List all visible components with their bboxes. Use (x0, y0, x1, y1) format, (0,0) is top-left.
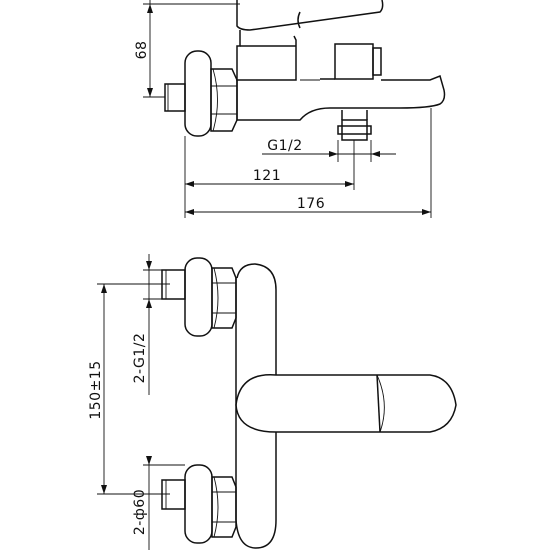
wall-flange (184, 50, 212, 137)
spout-body (236, 74, 446, 121)
dimension-150: 150±15 (88, 283, 170, 495)
hex-nut (210, 68, 238, 132)
diverter-knob (334, 43, 374, 80)
aerator (341, 119, 368, 141)
dimension-2d60: 2-ф60 (132, 456, 185, 550)
handle-lever-inner (297, 11, 301, 29)
upper-inlet (161, 269, 186, 300)
dim-121-label: 121 (253, 168, 281, 184)
dimension-121: 121 (184, 136, 355, 218)
dimension-g12: G1/2 (262, 138, 396, 162)
lower-flange (184, 464, 213, 544)
dim-2g12-label: 2-G1/2 (132, 333, 148, 384)
dim-176-label: 176 (297, 196, 325, 212)
upper-nut (211, 267, 237, 329)
dim-68-label: 68 (134, 41, 150, 60)
upper-flange (184, 257, 213, 337)
plan-view-faucet (161, 257, 457, 549)
handle-lever (236, 0, 384, 31)
cartridge-housing (236, 30, 297, 81)
lower-nut (211, 476, 237, 538)
dimension-68: 68 (134, 0, 240, 98)
inlet-pipe (164, 83, 186, 112)
dimension-176: 176 (185, 108, 432, 218)
plan-body (235, 263, 277, 549)
dim-g12-label: G1/2 (267, 138, 302, 154)
dim-150-label: 150±15 (88, 360, 104, 419)
lower-inlet (161, 479, 186, 510)
side-view-faucet (164, 0, 446, 141)
dim-2d60-label: 2-ф60 (132, 489, 148, 535)
dimension-2g12: 2-G1/2 (132, 254, 162, 395)
plan-handle (235, 374, 457, 433)
